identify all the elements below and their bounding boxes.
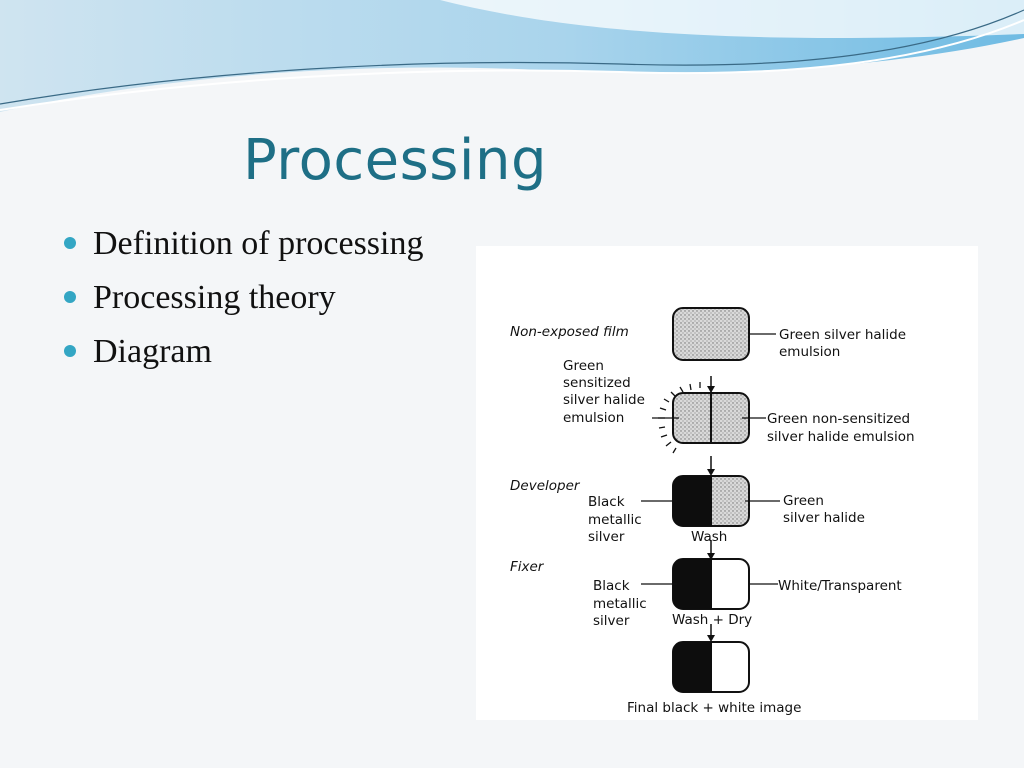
bullet-dot-icon	[64, 345, 76, 357]
note-green-non-sensitized: Green non-sensitized silver halide emuls…	[767, 411, 915, 445]
bullet-definition: Definition of processing	[64, 222, 424, 276]
note-line: emulsion	[779, 344, 840, 360]
film-unexposed	[672, 307, 750, 361]
note-line: silver halide	[783, 510, 865, 526]
note-wash-dry: Wash + Dry	[672, 612, 752, 628]
note-line: silver halide	[563, 392, 645, 408]
note-final-image: Final black + white image	[627, 700, 801, 716]
note-green-silver-halide-emulsion: Green silver halide emulsion	[779, 327, 910, 360]
arrow-head-icon	[707, 635, 715, 642]
note-black-metallic-silver-fixer: Black metallic silver	[593, 578, 651, 629]
note-line: silver	[588, 529, 625, 545]
light-exposure-rays-icon	[658, 382, 701, 454]
note-line: Green silver halide	[779, 327, 906, 343]
stage-label-fixer: Fixer	[510, 559, 545, 575]
note-green-silver-halide: Green silver halide	[783, 493, 865, 526]
note-line: sensitized	[563, 375, 631, 391]
bullet-diagram: Diagram	[64, 330, 424, 384]
fixed-black-half	[673, 559, 712, 609]
stage-label-non-exposed: Non-exposed film	[510, 324, 629, 340]
note-line: emulsion	[563, 410, 624, 426]
arrow-head-icon	[707, 386, 715, 393]
note-black-metallic-silver-developer: Black metallic silver	[588, 494, 646, 545]
arrow-head-icon	[707, 469, 715, 476]
bullet-text: Diagram	[93, 333, 212, 370]
header-wave-decoration	[0, 0, 1024, 112]
arrow-head-icon	[707, 553, 715, 560]
processing-diagram: Non-exposed film Developer Fixer Green s…	[476, 246, 978, 720]
note-line: Green non-sensitized	[767, 411, 910, 427]
note-line: Black	[593, 578, 630, 594]
bullet-dot-icon	[64, 237, 76, 249]
note-line: Green	[783, 493, 824, 509]
note-line: Black	[588, 494, 625, 510]
bullet-text: Definition of processing	[93, 225, 424, 262]
bullet-theory: Processing theory	[64, 276, 424, 330]
note-line: Green	[563, 358, 604, 374]
note-line: metallic	[588, 512, 642, 528]
note-white-transparent: White/Transparent	[778, 578, 902, 594]
stage-label-developer: Developer	[510, 478, 581, 494]
note-line: metallic	[593, 596, 647, 612]
note-line: silver	[593, 613, 630, 629]
final-black-half	[673, 642, 712, 692]
note-line: silver halide emulsion	[767, 429, 915, 445]
developed-black-half	[673, 476, 712, 526]
note-green-sensitized: Green sensitized silver halide emulsion	[563, 358, 649, 426]
bullet-dot-icon	[64, 291, 76, 303]
bullet-text: Processing theory	[93, 279, 336, 316]
slide-title: Processing	[243, 128, 548, 193]
bullet-list: Definition of processing Processing theo…	[64, 222, 424, 384]
note-wash: Wash	[691, 529, 727, 545]
